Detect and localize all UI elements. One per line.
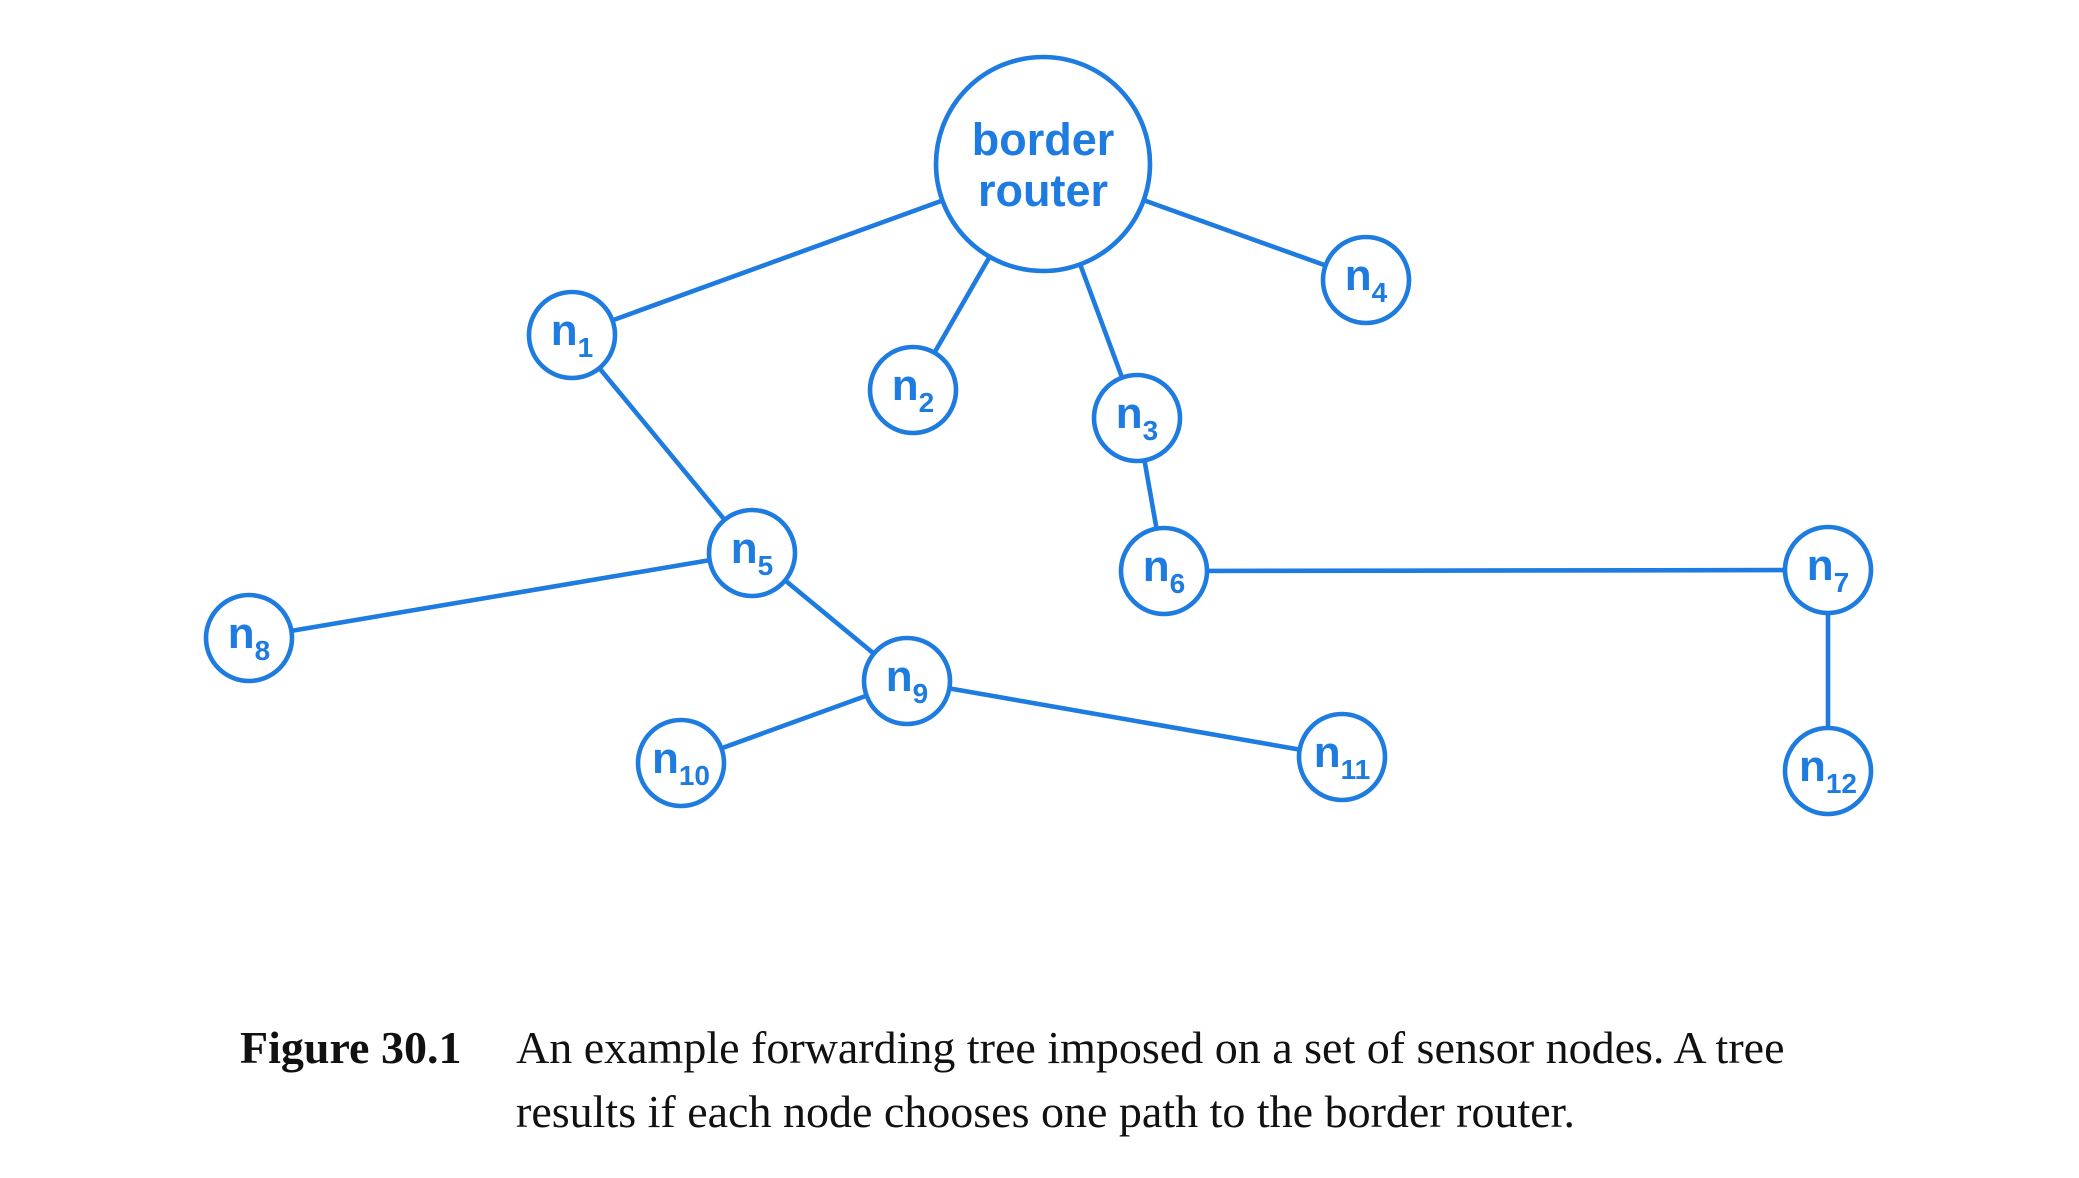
node-label-n1: n1	[551, 306, 593, 363]
edge-n6-n7	[1161, 567, 1831, 574]
node-n1: n1	[526, 289, 618, 381]
node-label-subscript: 1	[578, 332, 594, 363]
node-label-n4: n4	[1345, 251, 1388, 308]
node-label-main: n	[1143, 542, 1170, 591]
node-label-n3: n3	[1116, 389, 1158, 446]
node-label-n11: n11	[1314, 728, 1371, 785]
node-circle-n10	[635, 717, 727, 809]
node-circle-n5	[706, 507, 798, 599]
node-circle-n4	[1320, 234, 1412, 326]
border-router-node: border router	[933, 54, 1153, 274]
node-circle-n8	[203, 592, 295, 684]
node-n11: n11	[1296, 711, 1388, 803]
node-n3: n3	[1091, 372, 1183, 464]
node-label-main: n	[228, 609, 255, 658]
node-label-n8: n8	[228, 609, 270, 666]
node-circle-n1	[526, 289, 618, 381]
node-n5: n5	[706, 507, 798, 599]
node-n2: n2	[867, 344, 959, 436]
node-n10: n10	[635, 717, 727, 809]
node-label-subscript: 11	[1341, 754, 1371, 785]
node-label-main: n	[1345, 251, 1372, 300]
caption-label: Figure 30.1	[240, 1022, 462, 1073]
node-circle-n11	[1296, 711, 1388, 803]
node-label-main: n	[1116, 389, 1143, 438]
node-label-subscript: 12	[1826, 768, 1857, 799]
node-n7: n7	[1782, 524, 1874, 616]
node-label-subscript: 7	[1834, 567, 1850, 598]
node-label-subscript: 2	[919, 387, 935, 418]
node-circle-n9	[861, 635, 953, 727]
node-label-main: n	[1799, 742, 1826, 791]
node-circle-n12	[1782, 725, 1874, 817]
border-router-circle	[933, 54, 1153, 274]
node-label-main: n	[1807, 541, 1834, 590]
border-router-label-line2: router	[978, 165, 1108, 216]
edge-n5-n8	[246, 550, 755, 641]
node-label-n10: n10	[652, 734, 710, 791]
edge-n9-n11	[904, 678, 1345, 760]
node-label-subscript: 5	[758, 550, 774, 581]
node-label-n9: n9	[886, 652, 928, 709]
node-label-subscript: 10	[679, 760, 710, 791]
node-circle-n3	[1091, 372, 1183, 464]
edge-n1-n5	[569, 332, 755, 556]
node-label-n2: n2	[892, 361, 934, 418]
node-n4: n4	[1320, 234, 1412, 326]
caption-text: An example forwarding tree imposed on a …	[516, 1022, 1785, 1137]
node-label-subscript: 6	[1170, 568, 1186, 599]
node-circle-n7	[1782, 524, 1874, 616]
node-label-main: n	[886, 652, 913, 701]
node-label-main: n	[731, 524, 758, 573]
node-label-n7: n7	[1807, 541, 1849, 598]
node-label-subscript: 8	[255, 635, 271, 666]
node-label-main: n	[551, 306, 578, 355]
node-label-n5: n5	[731, 524, 773, 581]
border-router-label-line1: border	[972, 114, 1115, 165]
node-label-n6: n6	[1143, 542, 1185, 599]
node-label-subscript: 9	[913, 678, 929, 709]
node-label-main: n	[1314, 728, 1341, 777]
node-n8: n8	[203, 592, 295, 684]
node-n12: n12	[1782, 725, 1874, 817]
node-n6: n6	[1118, 525, 1210, 617]
node-circle-n2	[867, 344, 959, 436]
figure-caption: Figure 30.1 An example forwarding tree im…	[240, 1016, 1940, 1144]
node-circle-n6	[1118, 525, 1210, 617]
node-label-main: n	[652, 734, 679, 783]
node-label-n12: n12	[1799, 742, 1857, 799]
node-label-main: n	[892, 361, 919, 410]
node-label-subscript: 4	[1372, 277, 1388, 308]
node-label-subscript: 3	[1143, 415, 1159, 446]
node-n9: n9	[861, 635, 953, 727]
